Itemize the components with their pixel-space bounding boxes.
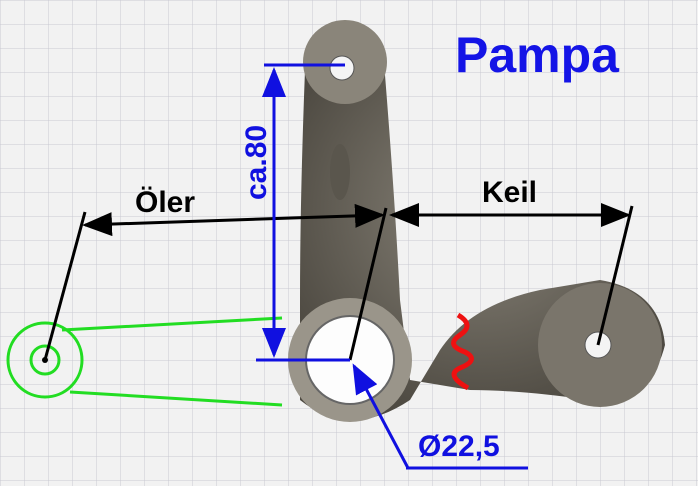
pulley-sketch — [6, 316, 283, 407]
title-label: Pampa — [455, 27, 620, 83]
bell-crank-part — [288, 20, 665, 422]
height-dimension — [256, 63, 350, 362]
wedge-label: Keil — [482, 176, 537, 209]
break-mark — [451, 312, 474, 391]
height-label: ca.80 — [240, 125, 273, 200]
diameter-label: Ø22,5 — [418, 430, 500, 463]
oil-slot — [330, 144, 350, 200]
diameter-leader — [352, 363, 528, 470]
arm-length-dimensions — [43, 203, 634, 361]
top-hole — [329, 55, 355, 81]
oiler-label: Öler — [135, 186, 195, 219]
